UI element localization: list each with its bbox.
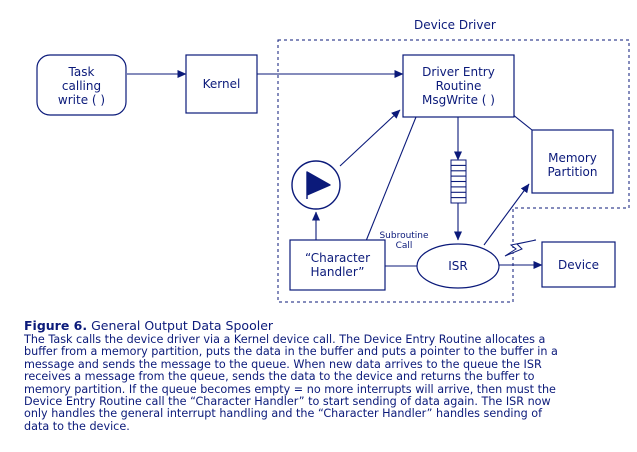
memory-partition-node [531, 129, 614, 194]
isr-label: ISR [448, 259, 468, 273]
spooler-diagram: Device Driver Task calling write ( ) Ker… [36, 18, 630, 303]
memory-line-2: Partition [547, 165, 597, 179]
message-queue-icon [450, 159, 467, 204]
driver-entry-line-2: Routine [436, 79, 482, 93]
driver-entry-node [402, 54, 515, 118]
edge-spooler-entry [339, 109, 401, 167]
task-line-2: calling [62, 79, 101, 93]
figure-caption: Figure 6. General Output Data Spooler Th… [24, 317, 624, 433]
driver-entry-line-3: MsgWrite ( ) [422, 93, 495, 107]
figure-title: General Output Data Spooler [91, 318, 274, 333]
kernel-node [185, 54, 258, 114]
device-driver-label: Device Driver [414, 18, 496, 32]
task-line-1: Task [68, 65, 95, 79]
caption-line: memory partition. If the queue becomes e… [24, 382, 556, 396]
kernel-label: Kernel [203, 77, 241, 91]
caption-line: receives a message from the queue, sends… [24, 370, 535, 384]
char-handler-line-2: Handler” [311, 265, 365, 279]
edge-isr-memory [483, 183, 530, 246]
device-node [541, 241, 616, 288]
device-label: Device [558, 258, 599, 272]
driver-entry-line-1: Driver Entry [422, 65, 495, 79]
spooler-flag-icon [291, 160, 341, 210]
caption-line: Device Entry Routine call the “Character… [24, 395, 551, 409]
figure-number: Figure 6. [24, 318, 88, 333]
task-node [36, 54, 127, 116]
caption-line: data to the device. [24, 419, 130, 433]
character-handler-node [289, 239, 386, 291]
caption-body: The Task calls the device driver via a K… [24, 333, 624, 433]
interrupt-lightning-icon [504, 239, 537, 257]
caption-line: buffer from a memory partition, puts the… [24, 345, 558, 359]
subroutine-call-line-2: Call [396, 241, 413, 251]
char-handler-line-1: “Character [305, 251, 370, 265]
edge-subroutine-call [365, 116, 417, 242]
caption-line: The Task calls the device driver via a K… [24, 333, 546, 346]
device-driver-boundary [277, 39, 630, 303]
isr-node [416, 243, 500, 289]
subroutine-call-line-1: Subroutine [379, 231, 429, 241]
caption-line: message and sends the message to the que… [24, 357, 542, 371]
memory-line-1: Memory [548, 151, 597, 165]
caption-line: only handles the general interrupt handl… [24, 407, 543, 421]
task-line-3: write ( ) [58, 93, 105, 107]
caption-heading: Figure 6. General Output Data Spooler [24, 317, 624, 334]
